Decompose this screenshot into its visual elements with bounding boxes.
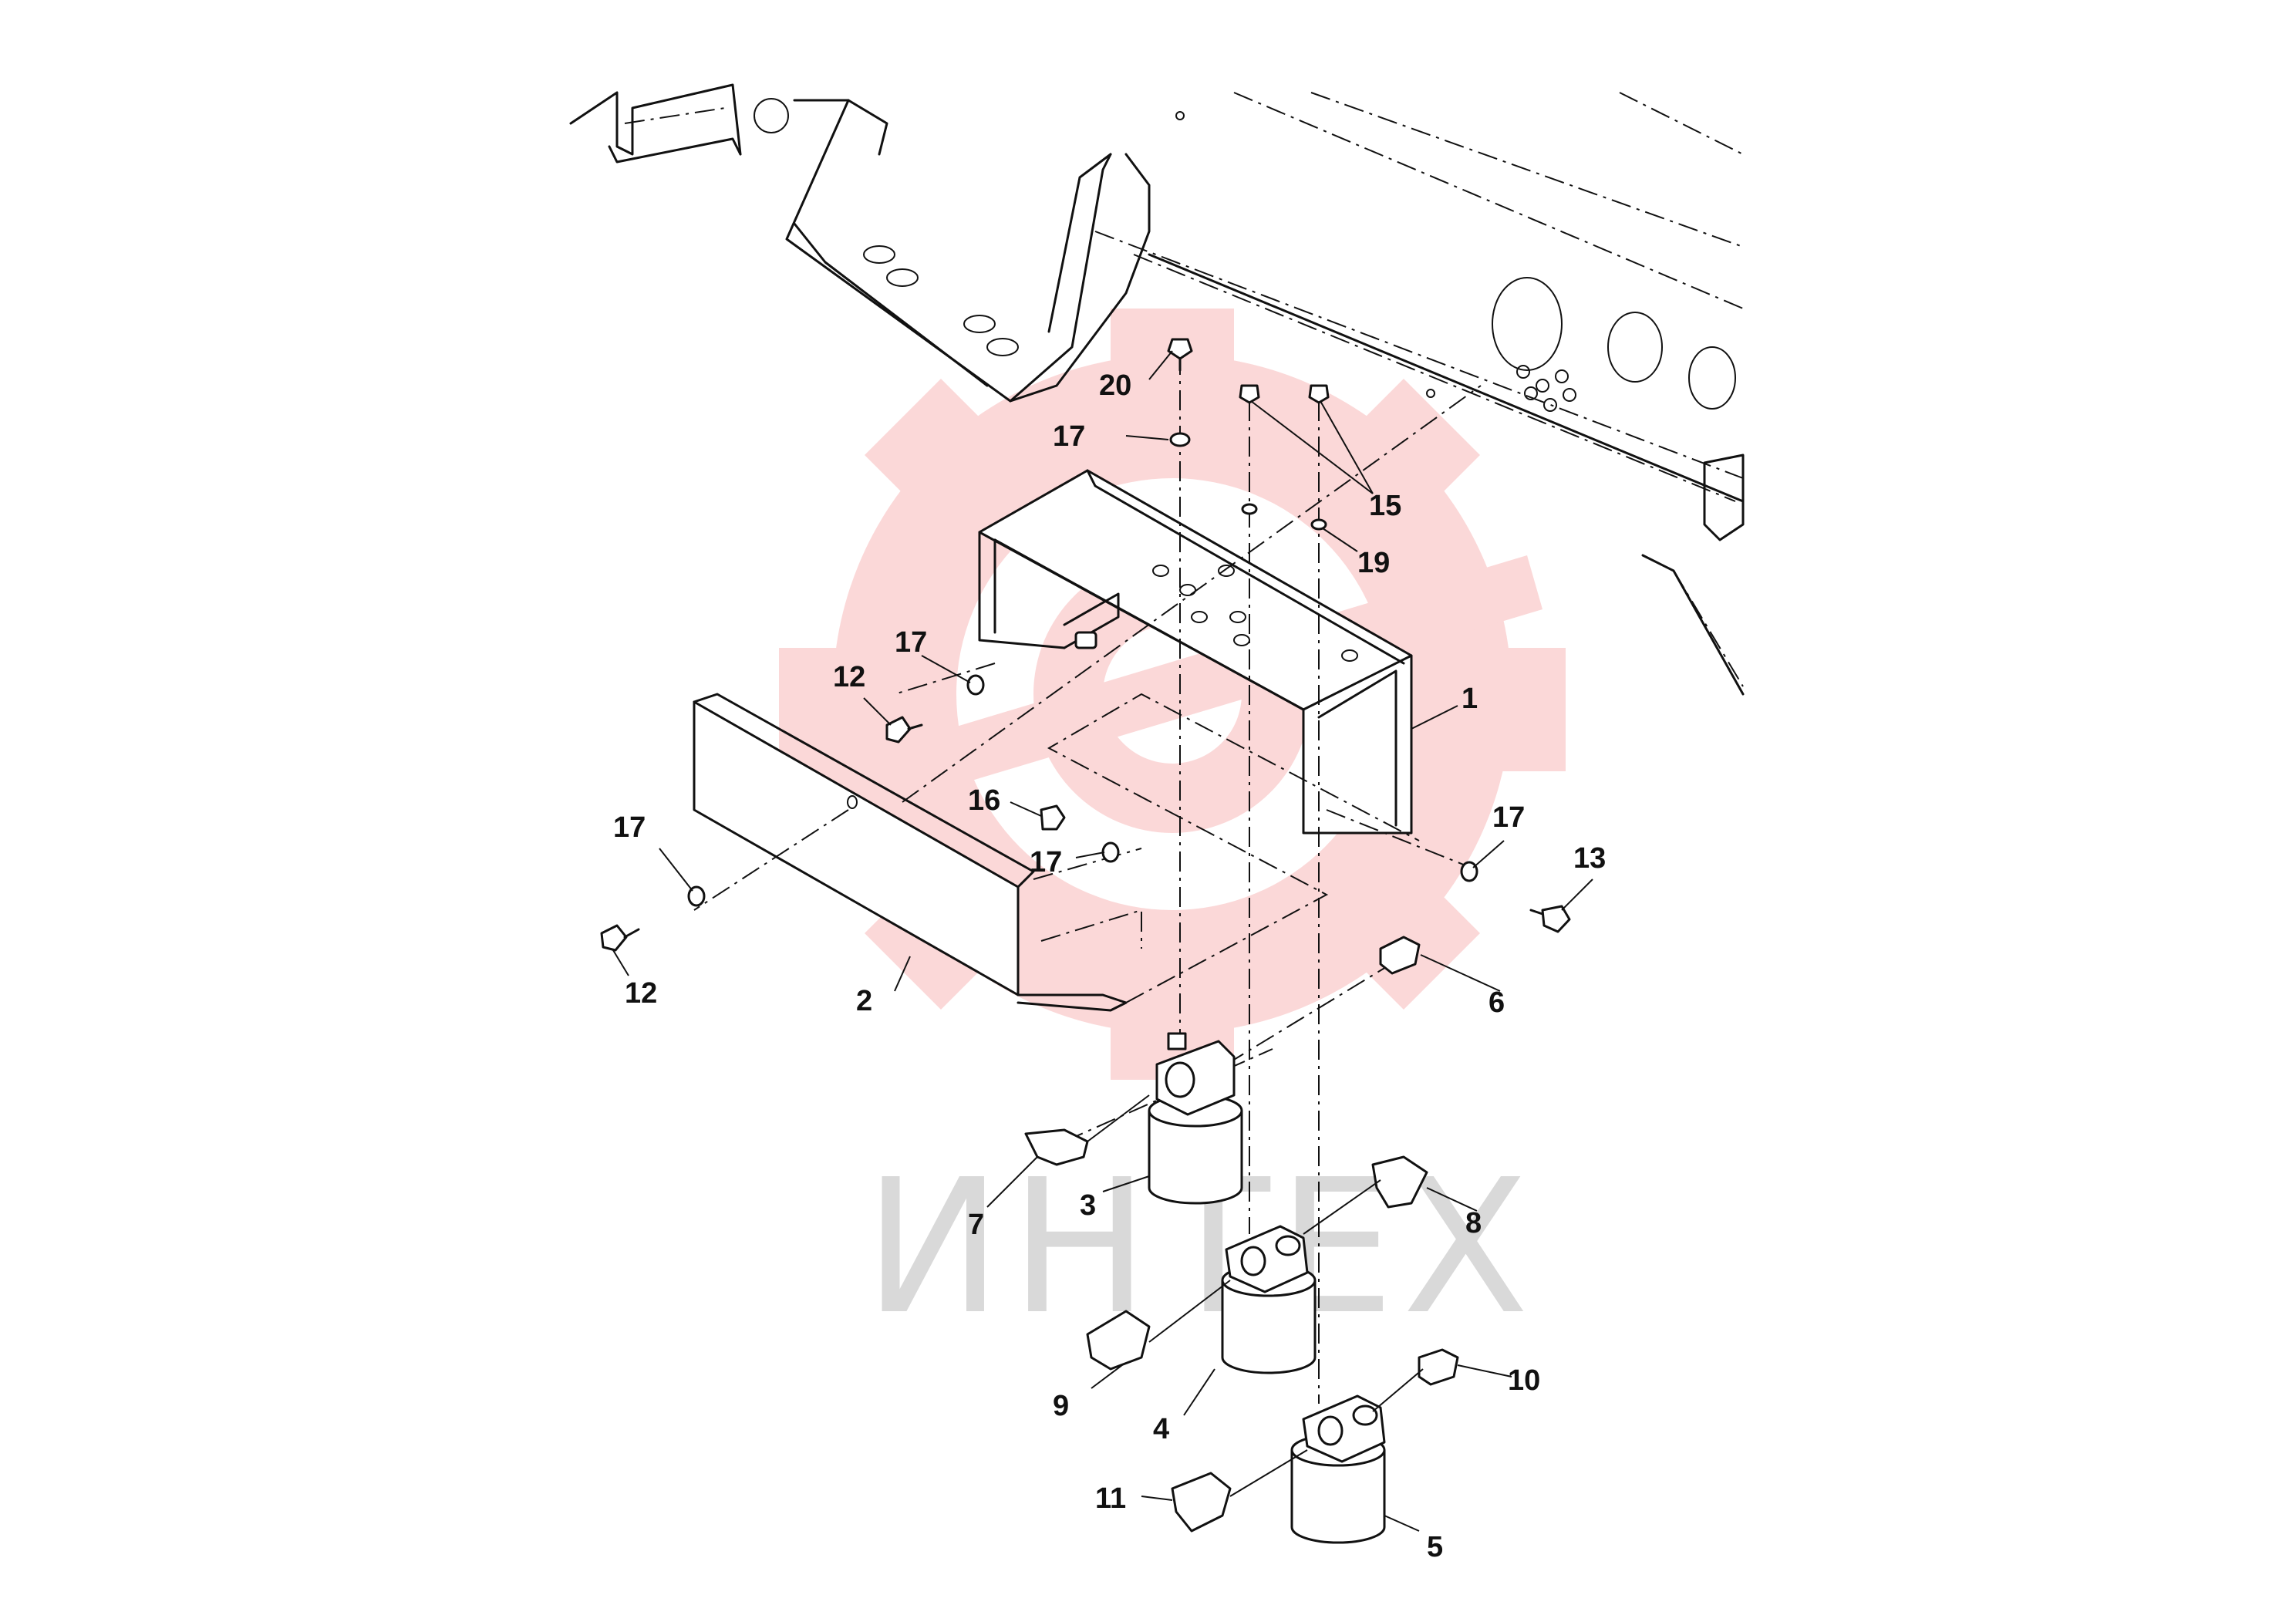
callout-9: 9 bbox=[1053, 1390, 1069, 1422]
callout-7: 7 bbox=[968, 1209, 984, 1241]
callout-20: 20 bbox=[1099, 369, 1131, 402]
callout-19: 19 bbox=[1357, 547, 1390, 579]
fitting-lines bbox=[1087, 1094, 1424, 1497]
part-1-cover-bracket bbox=[978, 469, 1413, 835]
filter-5 bbox=[1290, 1394, 1386, 1544]
callout-1: 1 bbox=[1462, 683, 1478, 715]
callout-3: 3 bbox=[1080, 1189, 1096, 1222]
callout-17-left: 17 bbox=[895, 626, 927, 659]
callout-17-right: 17 bbox=[1492, 801, 1525, 834]
filter-3 bbox=[1148, 1032, 1243, 1205]
part-1-holes bbox=[1152, 565, 1358, 662]
callout-15: 15 bbox=[1369, 490, 1401, 522]
callout-17-far-left: 17 bbox=[613, 811, 646, 844]
callout-4: 4 bbox=[1153, 1413, 1169, 1445]
part-2-tray bbox=[693, 693, 1420, 1012]
callout-labels: 20 17 15 19 17 12 1 16 17 17 17 13 12 2 … bbox=[613, 369, 1606, 1563]
callout-8: 8 bbox=[1465, 1207, 1482, 1239]
callout-6: 6 bbox=[1489, 986, 1505, 1019]
machine-frame bbox=[569, 83, 1745, 696]
fittings bbox=[1024, 936, 1459, 1533]
leader-lines bbox=[612, 350, 1593, 1532]
callout-17-top: 17 bbox=[1053, 420, 1085, 453]
callout-2: 2 bbox=[856, 985, 872, 1017]
callout-16: 16 bbox=[968, 784, 1000, 817]
callout-5: 5 bbox=[1427, 1531, 1443, 1563]
callout-12-upper: 12 bbox=[833, 661, 865, 693]
watermark-gear-logo bbox=[756, 309, 1566, 1080]
callout-13: 13 bbox=[1573, 842, 1606, 875]
fasteners bbox=[600, 338, 1571, 952]
callout-12-lower: 12 bbox=[625, 977, 657, 1010]
callout-10: 10 bbox=[1508, 1364, 1540, 1397]
filter-4 bbox=[1221, 1225, 1317, 1374]
callout-11: 11 bbox=[1095, 1482, 1126, 1515]
callout-17-mid: 17 bbox=[1030, 846, 1062, 878]
